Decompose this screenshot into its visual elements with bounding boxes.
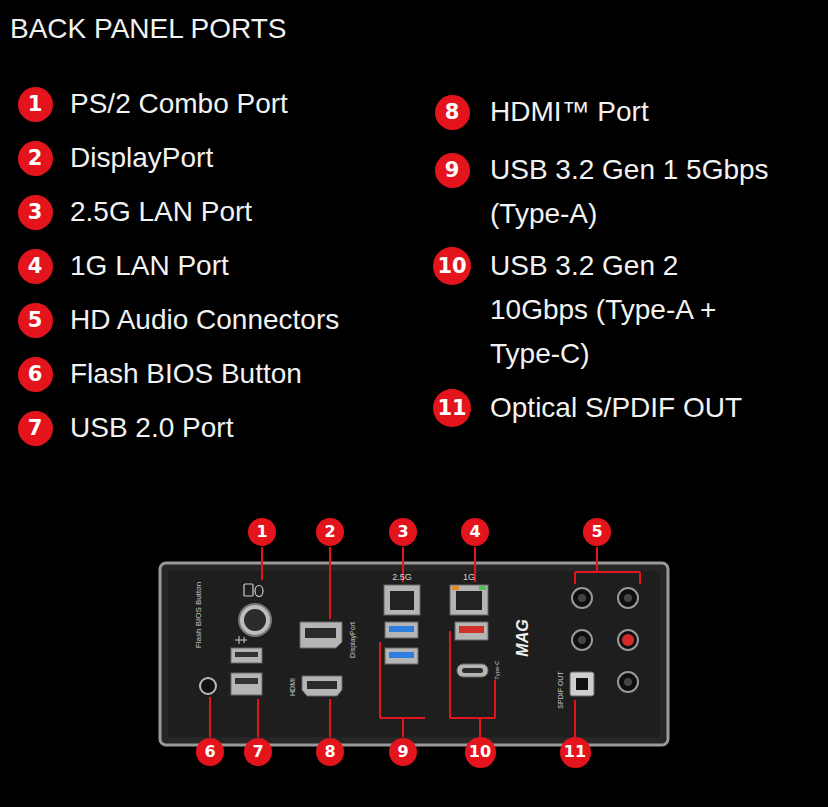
port-description: 1G LAN Port bbox=[70, 249, 400, 283]
shield-marking: HDMI bbox=[289, 678, 296, 696]
callout-number: 11 bbox=[560, 737, 591, 768]
number-text: 8 bbox=[445, 102, 460, 123]
callout-number: 2 bbox=[316, 518, 344, 546]
callout-number: 1 bbox=[248, 518, 276, 546]
callout-number: 10 bbox=[465, 737, 496, 768]
callout-number: 8 bbox=[316, 738, 344, 766]
list-number: 11 bbox=[433, 389, 471, 427]
list-number: 6 bbox=[18, 357, 53, 392]
port-description: DisplayPort bbox=[70, 141, 400, 175]
shield-marking: 2.5G bbox=[392, 573, 412, 582]
port-description: HDMI™ Port bbox=[490, 90, 810, 134]
port-description: HD Audio Connectors bbox=[70, 303, 400, 337]
number-text: 5 bbox=[591, 524, 602, 540]
number-text: 6 bbox=[28, 364, 43, 385]
list-number: 2 bbox=[18, 141, 53, 176]
number-text: 10 bbox=[469, 744, 491, 760]
shield-marking: 1G bbox=[463, 573, 475, 582]
title: BACK PANEL PORTS bbox=[10, 12, 286, 46]
port-description: 2.5G LAN Port bbox=[70, 195, 400, 229]
number-text: 3 bbox=[28, 202, 43, 223]
shield-marking: DisplayPort bbox=[349, 622, 356, 658]
shield-marking: Flash BIOS Button bbox=[195, 582, 203, 648]
port-description: Flash BIOS Button bbox=[70, 357, 400, 391]
number-text: 4 bbox=[469, 524, 480, 540]
list-number: 3 bbox=[18, 195, 53, 230]
number-text: 1 bbox=[28, 94, 43, 115]
list-number: 4 bbox=[18, 249, 53, 284]
callout-number: 3 bbox=[389, 518, 417, 546]
callout-number: 4 bbox=[461, 518, 489, 546]
callout-number: 6 bbox=[196, 738, 224, 766]
port-description: USB 2.0 Port bbox=[70, 411, 400, 445]
number-text: 9 bbox=[397, 744, 408, 760]
callout-number: 5 bbox=[583, 518, 611, 546]
shield-marking: SPDIF OUT bbox=[557, 671, 564, 708]
number-text: 11 bbox=[437, 398, 466, 419]
shield-marking: MAG bbox=[515, 619, 531, 656]
callout-number: 7 bbox=[244, 738, 272, 766]
number-text: 6 bbox=[204, 744, 215, 760]
port-description: PS/2 Combo Port bbox=[70, 87, 400, 121]
port-description: Optical S/PDIF OUT bbox=[490, 386, 810, 430]
list-number: 7 bbox=[18, 411, 53, 446]
number-text: 11 bbox=[564, 744, 586, 760]
number-text: 10 bbox=[437, 256, 466, 277]
number-text: 2 bbox=[324, 524, 335, 540]
number-text: 3 bbox=[397, 524, 408, 540]
shield-marking: Type-C bbox=[494, 660, 500, 679]
callout-number: 9 bbox=[389, 738, 417, 766]
number-text: 2 bbox=[28, 148, 43, 169]
number-text: 7 bbox=[28, 418, 43, 439]
number-text: 9 bbox=[445, 160, 460, 181]
list-number: 8 bbox=[435, 95, 470, 130]
port-description: USB 3.2 Gen 2 10Gbps (Type-A + Type-C) bbox=[490, 244, 780, 376]
number-text: 1 bbox=[256, 524, 267, 540]
list-number: 5 bbox=[18, 303, 53, 338]
list-number: 10 bbox=[433, 247, 471, 285]
list-number: 1 bbox=[18, 87, 53, 122]
number-text: 7 bbox=[252, 744, 263, 760]
number-text: 4 bbox=[28, 256, 43, 277]
number-text: 8 bbox=[324, 744, 335, 760]
number-text: 5 bbox=[28, 310, 43, 331]
port-description: USB 3.2 Gen 1 5Gbps (Type-A) bbox=[490, 148, 810, 236]
list-number: 9 bbox=[435, 153, 470, 188]
